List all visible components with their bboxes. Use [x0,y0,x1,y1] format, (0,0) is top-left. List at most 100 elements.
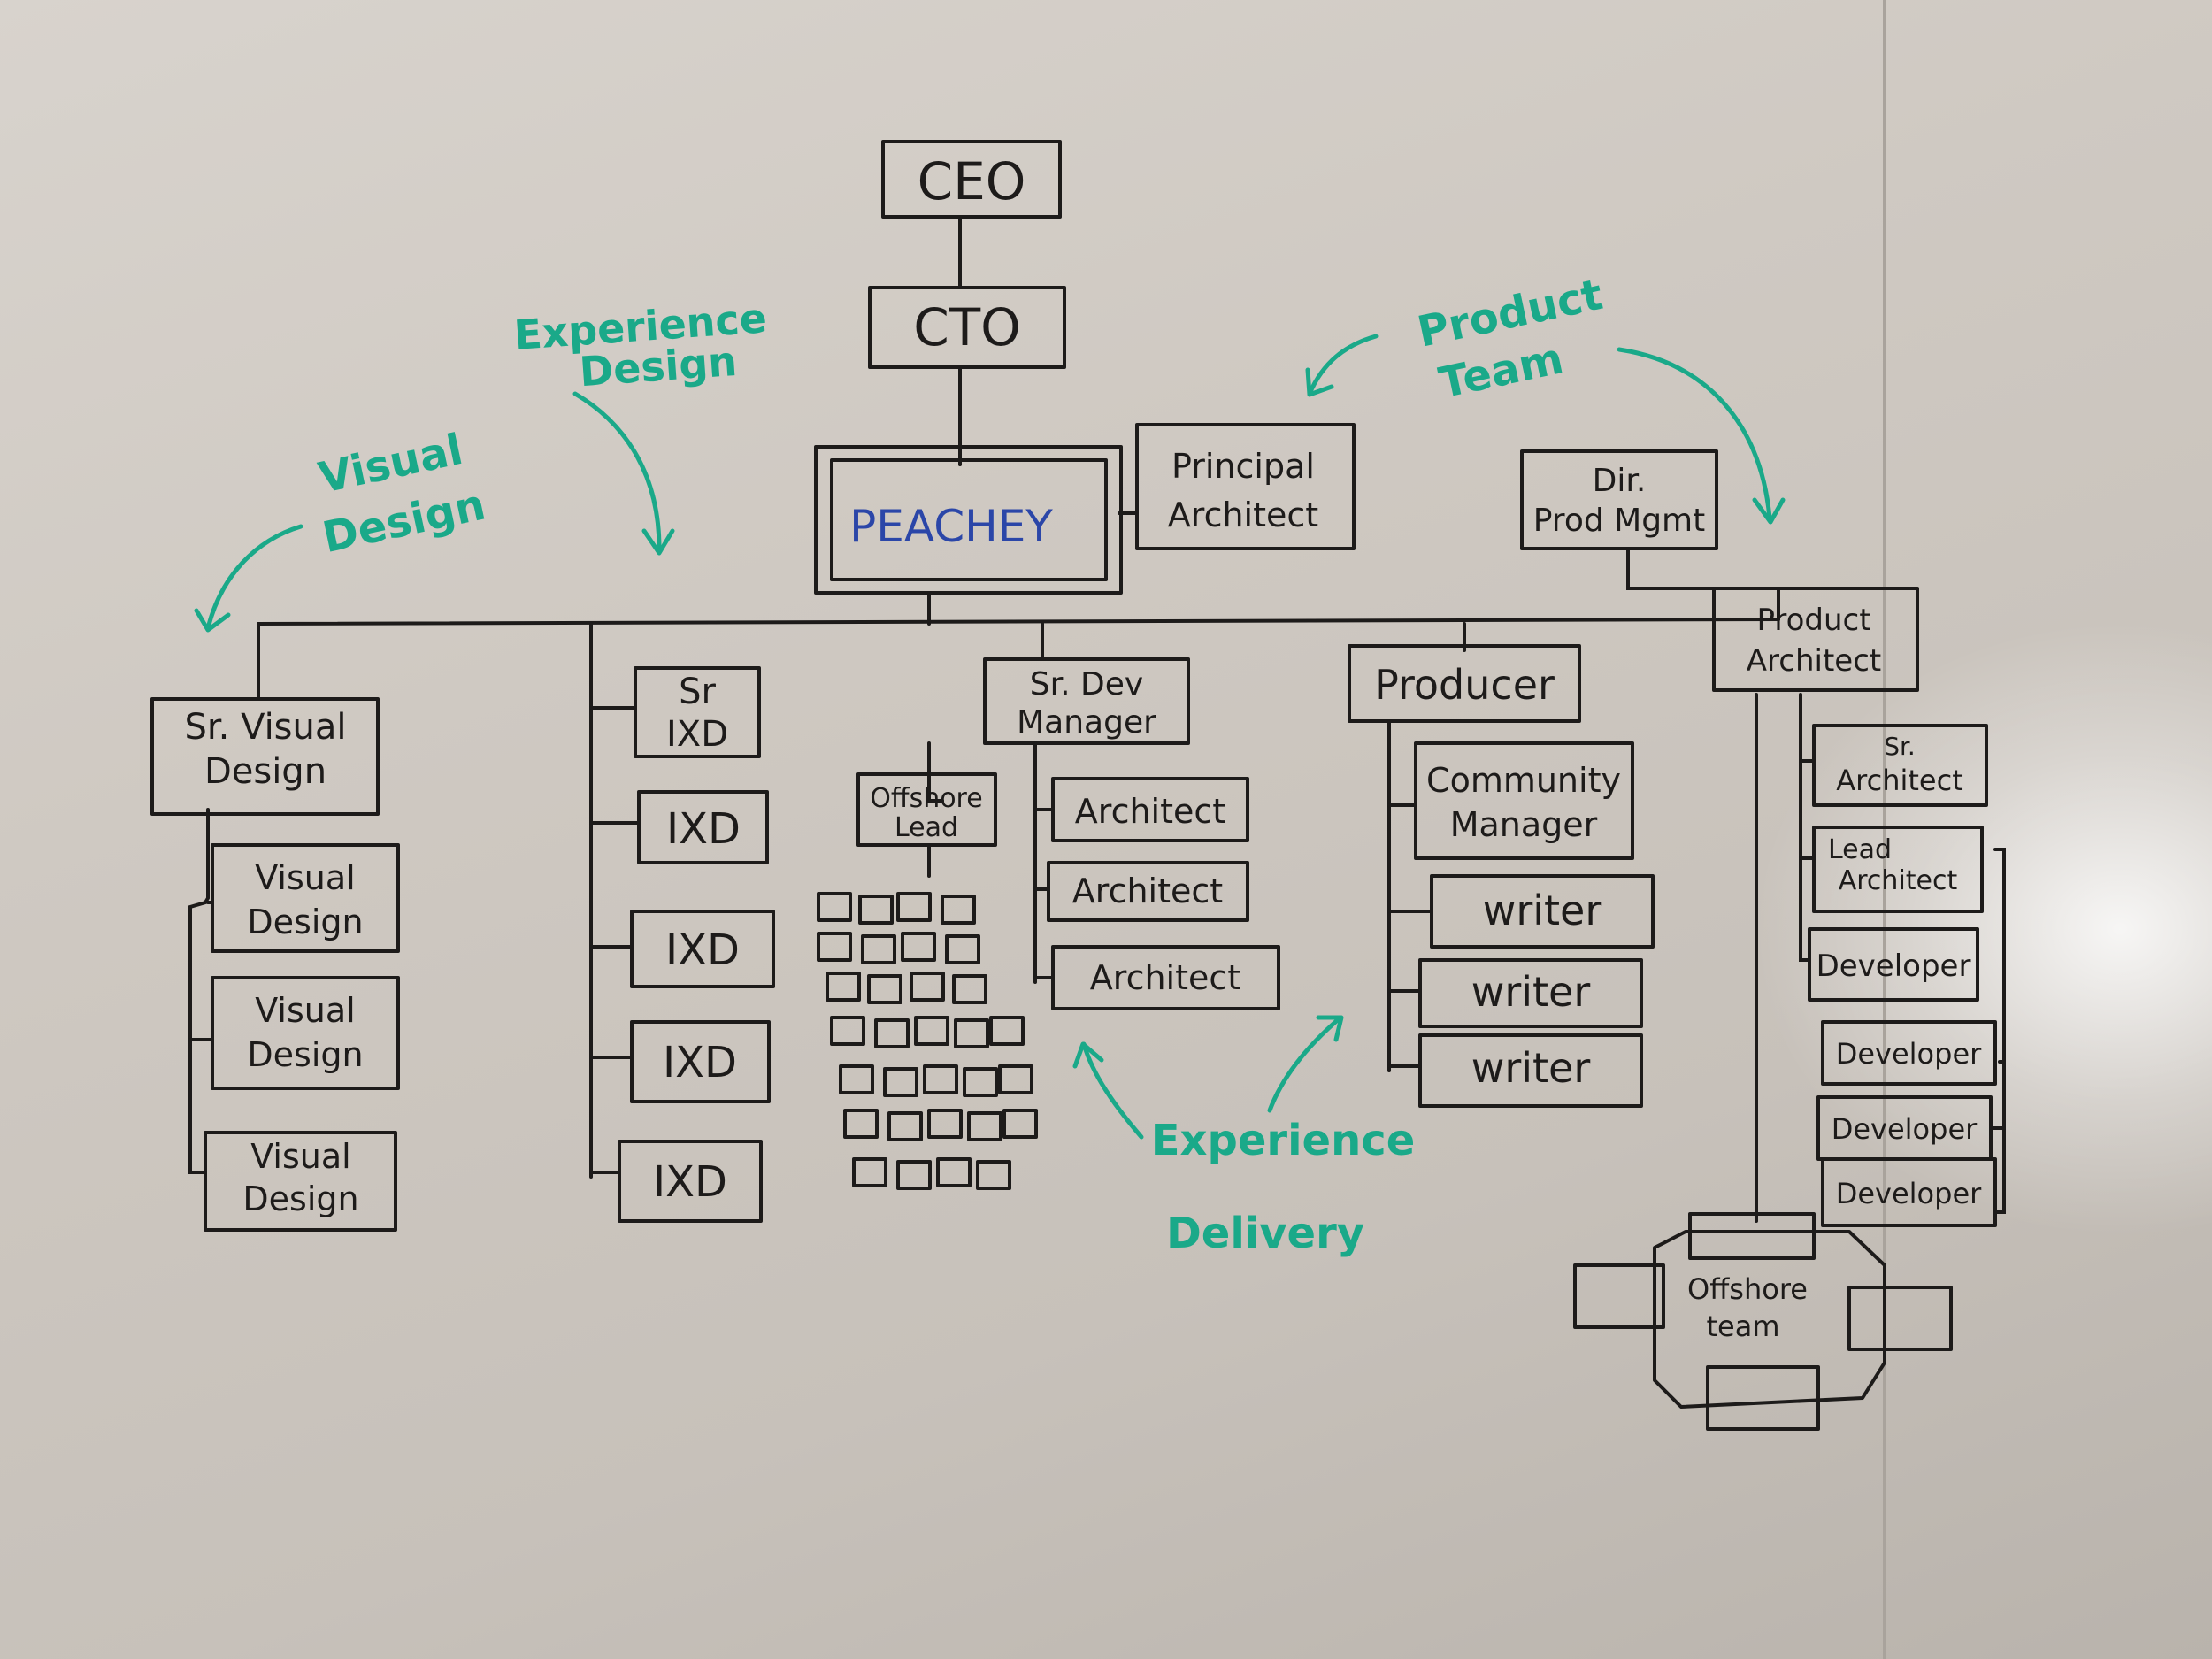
sr-visual-design-line1: Sr. Visual [184,707,346,748]
svg-text:Experience: Experience [1151,1116,1416,1165]
whiteboard-seam [1883,0,1886,1659]
svg-text:Developer: Developer [1836,1177,1982,1210]
offshore-team-grid [817,892,1038,1190]
annotation-visual-design: Visual Design [194,425,489,633]
principal-architect-line2: Architect [1168,495,1318,534]
org-node-principal-architect: Principal Architect [1135,423,1356,550]
sr-visual-design-line2: Design [204,751,326,792]
org-node-developer-1: Developer [1808,927,1979,1002]
svg-text:Architect: Architect [1072,872,1223,910]
org-node-architect-1: Architect [1051,777,1249,842]
org-node-cto: CTO [868,286,1066,369]
org-node-visual-design-3: Visual Design [204,1131,397,1232]
svg-text:Architect: Architect [1075,792,1225,831]
svg-text:Offshore: Offshore [870,783,982,814]
offshore-member-box [826,972,861,1002]
org-node-lead-architect: Lead Architect [1812,826,1984,913]
org-node-writer-1: writer [1430,874,1655,949]
org-node-sr-architect: Sr. Architect [1812,724,1988,807]
dir-prod-mgmt-line1: Dir. [1593,463,1647,499]
offshore-member-box [954,1018,989,1048]
offshore-member-box [852,1157,887,1187]
offshore-member-box [989,1016,1025,1046]
dir-prod-mgmt-line2: Prod Mgmt [1533,503,1706,539]
org-node-producer: Producer [1348,644,1581,723]
svg-text:IXD: IXD [665,926,740,975]
offshore-member-box [861,934,896,964]
offshore-member-box [945,934,980,964]
offshore-member-box [839,1064,874,1094]
svg-text:IXD: IXD [663,1038,737,1087]
offshore-member-box [858,895,894,925]
offshore-member-box [923,1064,958,1094]
org-node-developer-3: Developer [1816,1095,1993,1161]
svg-text:Design: Design [578,337,739,396]
org-node-dir-prod-mgmt: Dir. Prod Mgmt [1520,449,1718,550]
principal-architect-line1: Principal [1171,447,1315,486]
org-node-sr-visual-design: Sr. Visual Design [150,697,380,816]
offshore-member-box [936,1157,972,1187]
org-node-developer-4: Developer [1821,1157,1997,1227]
offshore-member-box [963,1067,998,1097]
svg-text:Delivery: Delivery [1166,1209,1364,1258]
annotation-product-team: Product Team [1305,270,1786,525]
svg-text:IXD: IXD [666,714,728,755]
org-node-ixd-4: IXD [618,1140,763,1223]
svg-text:IXD: IXD [666,804,741,854]
offshore-member-box [941,895,976,925]
offshore-member-box [867,974,902,1004]
svg-text:writer: writer [1471,968,1591,1016]
svg-text:Design: Design [242,1179,358,1218]
svg-text:Sr. Dev: Sr. Dev [1030,666,1143,703]
org-node-ixd-3: IXD [630,1020,771,1103]
offshore-member-box [927,1109,963,1139]
svg-text:Producer: Producer [1374,661,1555,709]
svg-text:IXD: IXD [653,1157,727,1207]
org-node-architect-2: Architect [1047,861,1249,922]
offshore-member-box [914,1016,949,1046]
offshore-member-box [883,1067,918,1097]
offshore-member-box [896,1160,932,1190]
annotation-experience-design: Experience Design [512,294,768,556]
svg-text:team: team [1706,1310,1779,1343]
offshore-member-box [830,1016,865,1046]
svg-text:Product: Product [1756,603,1870,638]
svg-text:Developer: Developer [1836,1037,1982,1071]
svg-text:Offshore: Offshore [1687,1272,1808,1306]
svg-text:Sr.: Sr. [1884,732,1916,761]
org-node-sr-dev-manager: Sr. Dev Manager [983,657,1190,745]
org-node-peachey: PEACHEY [814,445,1123,595]
svg-text:Developer: Developer [1832,1112,1978,1146]
svg-text:Architect: Architect [1836,764,1962,797]
offshore-member-box [817,932,852,962]
offshore-member-box [998,1064,1033,1094]
svg-text:Visual: Visual [255,991,355,1030]
offshore-member-box [910,972,945,1002]
svg-text:Developer: Developer [1816,949,1971,984]
org-node-offshore-lead: Offshore Lead [856,772,997,847]
offshore-member-box [843,1109,879,1139]
org-node-ixd-1: IXD [637,790,769,864]
cto-label: CTO [913,297,1021,357]
offshore-member-box [976,1160,1011,1190]
offshore-member-box [874,1018,910,1048]
svg-text:writer: writer [1483,887,1602,934]
offshore-member-box [967,1111,1002,1141]
svg-text:writer: writer [1471,1044,1591,1092]
org-node-visual-design-2: Visual Design [211,976,400,1090]
org-node-architect-3: Architect [1051,945,1280,1010]
svg-text:Manager: Manager [1450,805,1598,844]
org-node-visual-design-1: Visual Design [211,843,400,953]
svg-text:Lead: Lead [1828,834,1892,865]
svg-text:Architect: Architect [1839,865,1958,896]
peachey-label: PEACHEY [849,501,1053,552]
ceo-label: CEO [918,151,1026,211]
svg-text:Manager: Manager [1017,704,1156,741]
svg-text:Design: Design [247,902,363,941]
svg-text:Design: Design [247,1035,363,1074]
org-node-writer-3: writer [1418,1033,1643,1108]
offshore-member-box [1002,1109,1038,1139]
org-node-ceo: CEO [881,140,1062,219]
svg-text:Visual: Visual [250,1137,350,1176]
